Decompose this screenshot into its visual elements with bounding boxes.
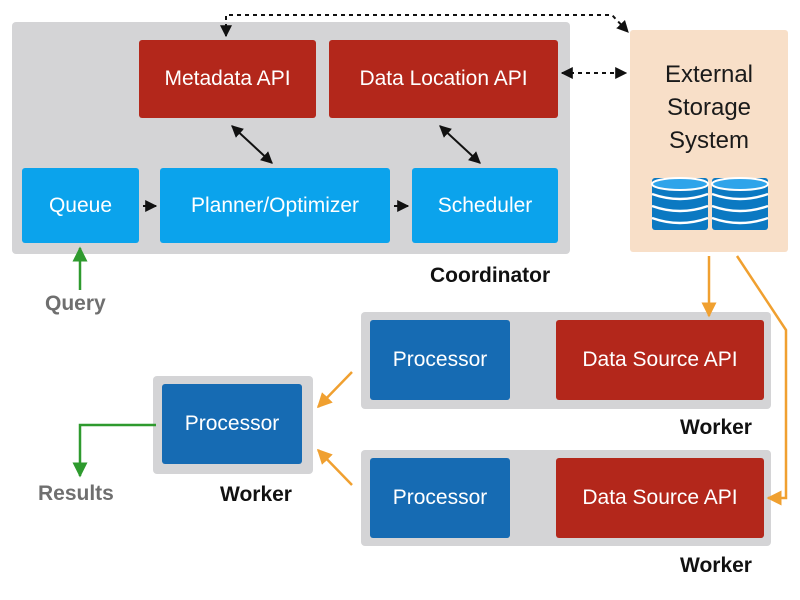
arrow-processor-results [72, 423, 156, 478]
external-storage-label: External Storage System [630, 58, 788, 157]
metadata-api-label: Metadata API [164, 67, 291, 90]
metadata-api-box: Metadata API [139, 40, 316, 118]
external-storage-system: External Storage System [630, 30, 788, 252]
data-location-api-label: Data Location API [359, 67, 528, 90]
scheduler-label: Scheduler [437, 193, 533, 217]
storage-label-line3: System [668, 127, 749, 154]
scheduler-box: Scheduler [412, 168, 558, 243]
coordinator-caption: Coordinator [430, 264, 551, 287]
data-location-api-box: Data Location API [329, 40, 558, 118]
aggregator-processor-box: Processor [162, 384, 302, 464]
worker-1-data-source-api-label: Data Source API [582, 348, 738, 371]
arrow-worker2-aggregator [316, 448, 353, 486]
worker-2-caption: Worker [680, 554, 752, 577]
worker-2-data-source-api-box: Data Source API [556, 458, 764, 538]
queue-box: Queue [22, 168, 139, 243]
queue-label: Queue [48, 193, 113, 217]
aggregator-processor-label: Processor [184, 412, 280, 435]
worker-2-data-source-api-label: Data Source API [582, 486, 738, 509]
planner-optimizer-label: Planner/Optimizer [190, 193, 360, 217]
worker-2-processor-label: Processor [392, 486, 488, 509]
planner-optimizer-box: Planner/Optimizer [160, 168, 390, 243]
worker-1-data-source-api-box: Data Source API [556, 320, 764, 400]
worker-2-processor-box: Processor [370, 458, 510, 538]
worker-1-caption: Worker [680, 416, 752, 439]
worker-1-processor-box: Processor [370, 320, 510, 400]
query-label: Query [45, 292, 106, 315]
results-label: Results [38, 482, 114, 505]
arrow-worker1-aggregator [316, 371, 353, 409]
storage-label-line2: Storage [666, 94, 752, 121]
aggregator-worker-caption: Worker [220, 483, 292, 506]
storage-label-line1: External [664, 61, 754, 88]
worker-1-processor-label: Processor [392, 348, 488, 371]
